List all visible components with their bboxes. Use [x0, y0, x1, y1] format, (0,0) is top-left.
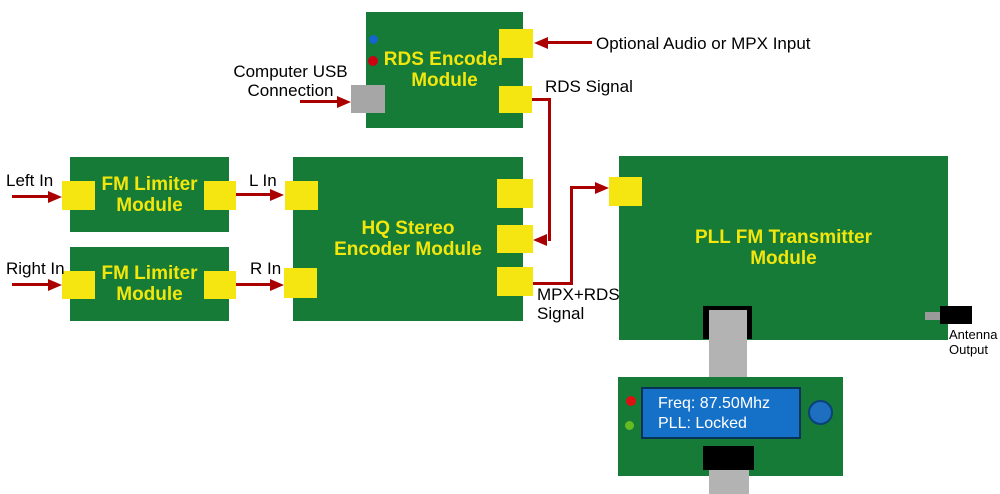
limiter-bottom-output-pad: [204, 271, 236, 299]
antenna-connector: [940, 306, 972, 324]
hq-stereo-encoder-module-board: HQ Stereo Encoder Module: [293, 157, 523, 321]
fm-limiter-module-top-board: FM Limiter Module: [70, 157, 229, 232]
fm-limiter-bottom-title: FM Limiter Module: [101, 263, 197, 305]
optional-input-wire: [548, 41, 592, 44]
mpx-wire-bottom: [533, 282, 571, 285]
pll-mpx-input-pad: [609, 177, 642, 206]
left-in-arrowhead-icon: [48, 191, 62, 203]
stereo-encoder-title-line1: HQ Stereo: [361, 218, 455, 239]
left-in-wire: [12, 195, 48, 198]
rds-signal-output-pad: [499, 86, 532, 113]
stereo-encoder-title: HQ Stereo Encoder Module: [334, 218, 482, 260]
lcd-freq-text: Freq: 87.50Mhz: [658, 395, 771, 412]
l-in-wire: [236, 193, 270, 196]
pll-transmitter-title-line2: Module: [750, 248, 817, 269]
antenna-output-label: Antenna Output: [949, 327, 997, 357]
ribbon-cable-bottom: [709, 470, 749, 494]
limiter-bottom-input-pad: [62, 271, 95, 299]
rds-encoder-module-board: RDS Encoder Module: [366, 12, 523, 128]
stereo-left-input-pad: [285, 181, 318, 210]
pll-transmitter-title: PLL FM Transmitter Module: [695, 227, 872, 269]
optional-input-label: Optional Audio or MPX Input: [596, 34, 811, 53]
left-in-label: Left In: [6, 171, 54, 190]
rds-signal-wire-h: [532, 98, 551, 101]
ribbon-cable-top: [709, 310, 747, 378]
fm-limiter-top-title-line1: FM Limiter: [101, 173, 198, 195]
limiter-top-output-pad: [204, 181, 236, 210]
display-green-led-icon: [625, 421, 634, 430]
right-in-label: Right In: [6, 259, 65, 278]
computer-usb-label-line2: Connection: [247, 81, 334, 100]
stereo-right-input-pad: [284, 268, 317, 298]
fm-limiter-top-title: FM Limiter Module: [101, 174, 197, 216]
lcd-pll-status-text: PLL: Locked: [658, 415, 747, 432]
rds-encoder-title-line1: RDS Encoder: [383, 49, 506, 70]
display-ribbon-socket: [703, 446, 754, 470]
tuning-button: [808, 400, 833, 425]
mpx-arrowhead-icon: [595, 182, 609, 194]
red-led-icon: [368, 56, 378, 66]
rds-encoder-title-line2: Module: [411, 70, 478, 91]
pll-transmitter-title-line1: PLL FM Transmitter: [694, 227, 872, 248]
usb-connector: [351, 85, 385, 113]
optional-input-arrowhead-icon: [534, 37, 548, 49]
pll-fm-transmitter-module-board: PLL FM Transmitter Module: [619, 156, 948, 340]
blue-led-icon: [369, 35, 378, 44]
antenna-output-label-line2: Output: [949, 342, 989, 357]
stereo-rds-input-pad: [497, 225, 533, 253]
r-in-wire: [236, 283, 270, 286]
fm-limiter-bottom-title-line1: FM Limiter: [101, 263, 198, 284]
rds-encoder-title: RDS Encoder Module: [384, 49, 505, 91]
computer-usb-label-line1: Computer USB: [233, 62, 348, 81]
mpx-rds-label-line2: Signal: [537, 304, 585, 323]
antenna-output-label-line1: Antenna: [949, 327, 998, 342]
mpx-rds-label-line1: MPX+RDS: [537, 285, 620, 304]
right-in-arrowhead-icon: [48, 279, 62, 291]
mpx-rds-signal-label: MPX+RDS Signal: [537, 285, 620, 323]
usb-wire: [300, 100, 337, 103]
r-in-label: R In: [250, 259, 282, 278]
rds-signal-label: RDS Signal: [545, 77, 633, 96]
antenna-stub: [925, 312, 942, 320]
right-in-wire: [12, 283, 48, 286]
stereo-encoder-title-line2: Encoder Module: [334, 239, 482, 260]
stereo-top-right-pad: [497, 179, 533, 208]
display-red-led-icon: [626, 396, 636, 406]
limiter-top-input-pad: [62, 181, 95, 210]
rds-optional-input-pad: [499, 29, 533, 58]
computer-usb-label: Computer USB Connection: [228, 62, 353, 100]
lcd-display: Freq: 87.50Mhz PLL: Locked: [641, 387, 801, 439]
r-in-arrowhead-icon: [270, 279, 284, 291]
usb-arrowhead-icon: [337, 96, 351, 108]
fm-limiter-module-bottom-board: FM Limiter Module: [70, 247, 229, 321]
mpx-wire-top: [573, 186, 597, 189]
stereo-mpx-output-pad: [497, 267, 533, 296]
mpx-wire-vertical: [570, 186, 573, 285]
l-in-arrowhead-icon: [270, 189, 284, 201]
rds-signal-arrowhead-icon: [533, 234, 547, 246]
rds-signal-wire-v: [548, 98, 551, 241]
fm-limiter-bottom-title-line2: Module: [116, 284, 183, 305]
fm-limiter-top-title-line2: Module: [116, 194, 183, 216]
l-in-label: L In: [249, 171, 277, 190]
